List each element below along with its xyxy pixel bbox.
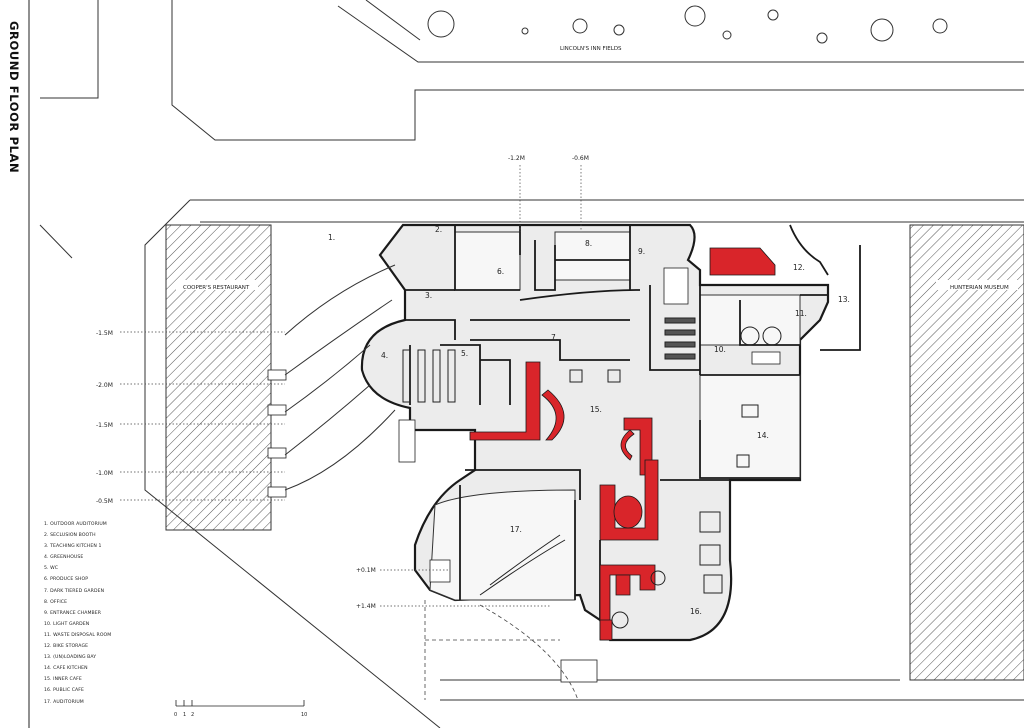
legend-item: 12. BIKE STORAGE [44,644,89,650]
dashed-canopy [424,600,579,701]
level-left-3: -1.5M [96,422,113,429]
stairs [267,267,781,683]
level-left-2: -2.0M [96,382,113,389]
red-counters [469,247,776,641]
level-leader-lines [120,165,582,607]
interior-walls [405,224,861,620]
legend-item: 1. OUTDOOR AUDITORIUM [44,522,107,527]
legend-item: 2. SECLUSION BOOTH [44,533,96,539]
room-number-13: 13. [838,295,850,304]
level-top-2: -0.6M [572,155,589,162]
legend-item: 15. INNER CAFE [44,677,82,683]
hunterian-museum-label: HUNTERIAN MUSEUM [950,285,1009,291]
level-aud-1: +0.1M [356,567,376,574]
scale-label-2: 2 [191,712,194,718]
scale-label-0: 0 [174,712,177,718]
legend-item: 6. PRODUCE SHOP [44,577,89,583]
legend-item: 9. ENTRANCE CHAMBER [44,610,102,616]
legend-item: 14. CAFE KITCHEN [44,666,88,672]
legend-item: 7. DARK TIERED GARDEN [44,588,105,594]
room-number-10: 10. [714,345,726,354]
legend-item: 5. WC [44,566,59,572]
legend-item: 17. AUDITORIUM [44,699,84,705]
street-label: LINCOLN'S INN FIELDS [560,46,622,52]
level-top-1: -1.2M [508,155,525,162]
room-legend: 1. OUTDOOR AUDITORIUM 2. SECLUSION BOOTH… [44,519,111,708]
scale-label-10: 10 [301,712,307,718]
legend-item: 16. PUBLIC CAFE [44,688,85,694]
room-number-7: 7. [551,333,558,342]
tree-icons [427,5,948,44]
level-left-1: -1.5M [96,330,113,337]
room-number-17: 17. [510,525,522,534]
room-number-6: 6. [497,267,504,276]
hunterian-museum-hatch [909,224,1024,681]
coopers-restaurant-hatch [165,224,272,531]
outdoor-terraces [284,264,396,491]
legend-item: 4. GREENHOUSE [44,555,84,561]
legend-item: 10. LIGHT GARDEN [44,621,90,627]
room-number-12: 12. [793,263,805,272]
level-left-4: -1.0M [96,470,113,477]
room-number-4: 4. [381,351,388,360]
legend-item: 8. OFFICE [44,599,68,605]
room-number-15: 15. [590,405,602,414]
room-number-14: 14. [757,431,769,440]
room-number-11: 11. [795,309,807,318]
room-number-8: 8. [585,239,592,248]
scale-label-1: 1 [183,712,186,718]
legend-item: 13. (UN)LOADING BAY [44,655,97,661]
room-number-1: 1. [328,233,335,242]
furniture [402,317,782,629]
room-number-5: 5. [461,349,468,358]
legend-item: 3. TEACHING KITCHEN 1 [44,544,102,550]
site-context [39,0,1024,728]
coopers-restaurant-label: COOPER'S RESTAURANT [183,285,250,291]
room-number-9: 9. [638,247,645,256]
room-number-3: 3. [425,291,432,300]
room-number-2: 2. [435,225,442,234]
scale-bar [175,700,305,707]
level-left-5: -0.5M [96,498,113,505]
legend-item: 11. WASTE DISPOSAL ROOM [44,632,112,638]
level-aud-2: +1.4M [356,603,376,610]
room-number-16: 16. [690,607,702,616]
page-title: GROUND FLOOR PLAN [7,21,21,174]
